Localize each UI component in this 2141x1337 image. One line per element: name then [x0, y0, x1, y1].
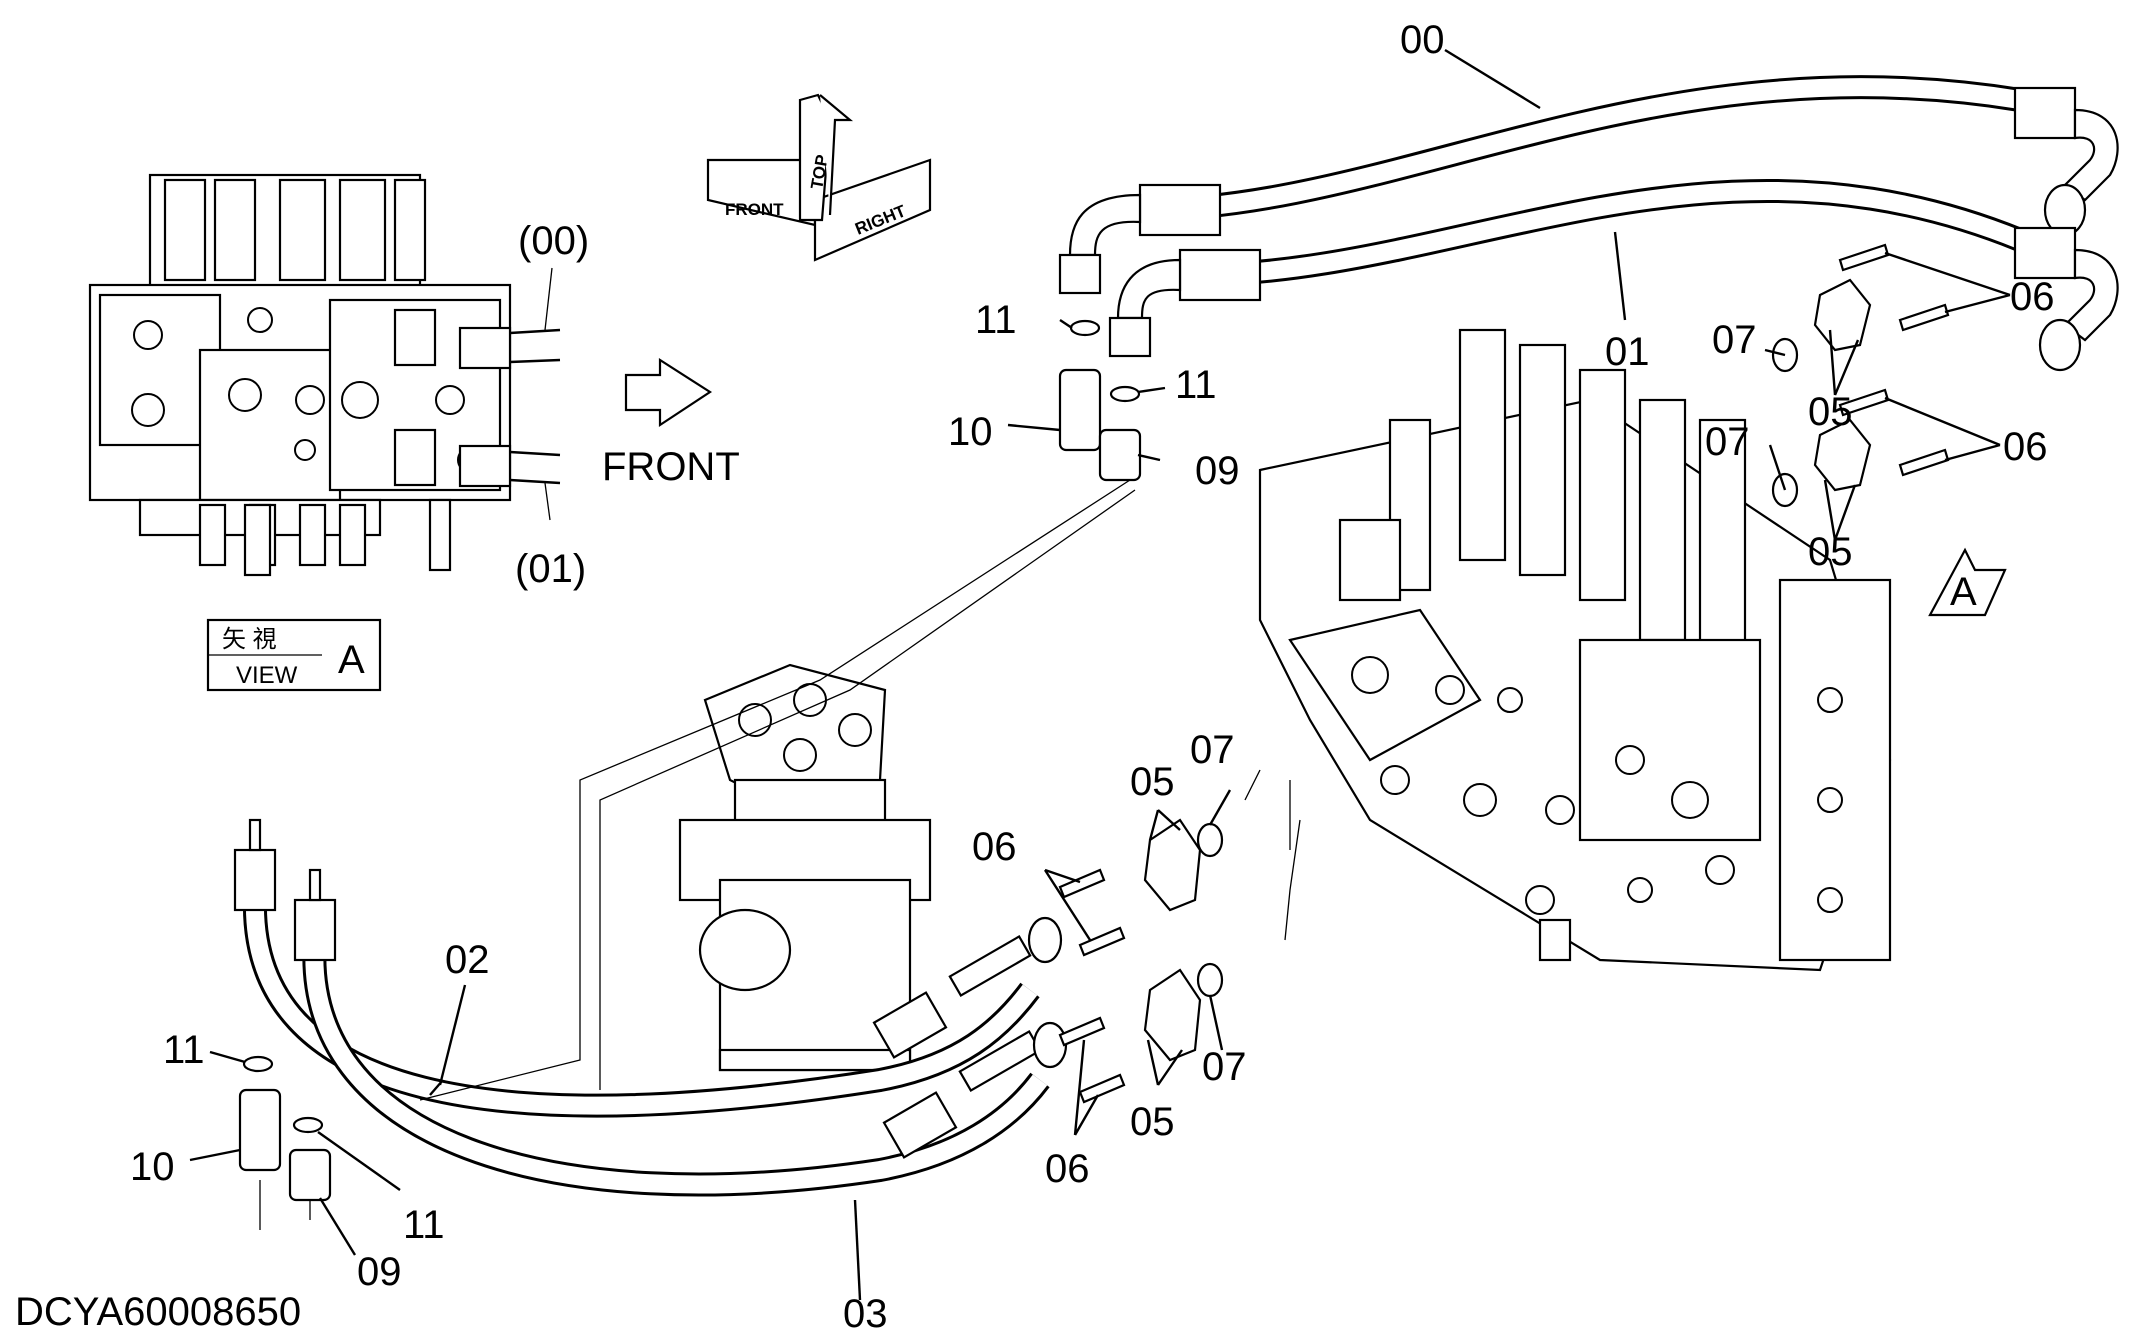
- hose-01: [1108, 179, 2119, 372]
- callout-11-d: 11: [403, 1203, 445, 1247]
- inset-hose-01-label: (01): [515, 547, 586, 591]
- drawing-code: DCYA60008650: [15, 1290, 301, 1334]
- callout-11-a: 11: [975, 298, 1017, 342]
- callout-06-b: 06: [2003, 425, 2048, 469]
- callout-05-a: 05: [1808, 390, 1853, 434]
- view-text: VIEW: [236, 662, 298, 689]
- view-a-marker-icon: [1928, 547, 2007, 617]
- callout-03: 03: [843, 1292, 888, 1336]
- callout-11-b: 11: [1175, 363, 1217, 407]
- inset-hose-00-label: (00): [518, 219, 589, 263]
- view-a-marker-letter: A: [1950, 570, 1977, 614]
- callout-05-d: 05: [1130, 1100, 1175, 1144]
- callout-06-c: 06: [972, 825, 1017, 869]
- callout-07-d: 07: [1202, 1045, 1247, 1089]
- hose-03: [293, 868, 1068, 1197]
- inset-front-label: FRONT: [602, 445, 740, 489]
- view-kanji: 矢 視: [222, 626, 277, 653]
- callout-07-a: 07: [1712, 318, 1757, 362]
- orientation-cube-icon: [706, 93, 932, 262]
- callout-09-b: 09: [357, 1250, 402, 1294]
- swivel-joint: [678, 663, 932, 1072]
- adapters: [238, 368, 1142, 1202]
- callout-10-a: 10: [948, 410, 993, 454]
- callout-06-a: 06: [2010, 275, 2055, 319]
- view-a-box: [206, 618, 382, 692]
- front-arrow-icon: [624, 357, 713, 428]
- callout-02: 02: [445, 938, 490, 982]
- assembly-lines: [259, 479, 1301, 1230]
- inset-valve-view: [88, 173, 561, 577]
- callout-09-a: 09: [1195, 449, 1240, 493]
- leader-lines: [189, 48, 2011, 1301]
- flange-clamps: [1143, 278, 1872, 1062]
- cube-front-label: FRONT: [725, 200, 784, 219]
- callout-00: 00: [1400, 18, 1445, 62]
- callout-06-d: 06: [1045, 1147, 1090, 1191]
- main-control-valve: [1258, 328, 1892, 972]
- hose-02: [233, 818, 1063, 1118]
- callout-11-c: 11: [163, 1028, 205, 1072]
- callout-05-b: 05: [1808, 530, 1853, 574]
- callout-07-b: 07: [1705, 420, 1750, 464]
- callout-07-c: 07: [1190, 728, 1235, 772]
- view-letter: A: [338, 638, 365, 682]
- callout-10-b: 10: [130, 1145, 175, 1189]
- callout-01: 01: [1605, 330, 1650, 374]
- callout-05-c: 05: [1130, 760, 1175, 804]
